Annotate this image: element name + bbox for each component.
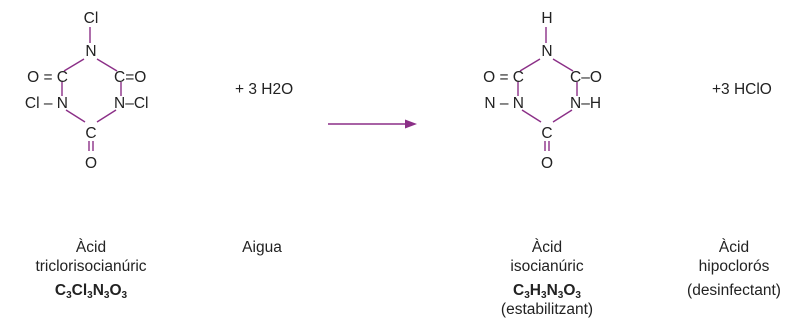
- reactant1-top-substituent: Cl: [84, 10, 99, 27]
- product1-top-substituent: H: [541, 10, 552, 27]
- reactant2-name: Aigua: [230, 238, 294, 257]
- reactant1-bottom-carbon: C: [85, 125, 96, 142]
- product1-atoms: H N O = C C–O N – N N–H C O: [483, 10, 602, 172]
- reactant1-upper-left-group: O = C: [27, 69, 68, 86]
- product1-name-line2: isocianúric: [510, 258, 584, 275]
- reactant1-name-line2: triclorisocianúric: [35, 258, 147, 275]
- product1-ring-bonds: [517, 27, 578, 151]
- reactant1-lower-right-group: N–Cl: [114, 95, 148, 112]
- reactant1-atoms: Cl N O = C C=O Cl – N N–Cl C O: [25, 10, 149, 172]
- product1-name-line1: Àcid: [531, 239, 563, 256]
- product1-bottom-oxygen: O: [541, 155, 553, 172]
- product1-top-nitrogen: N: [541, 43, 552, 60]
- product2-name-line1: Àcid: [718, 239, 750, 256]
- reactant1-bottom-oxygen: O: [85, 155, 97, 172]
- product1-role: (estabilitzant): [500, 301, 594, 318]
- product2-role: (desinfectant): [687, 282, 781, 299]
- reactant1-formula: C3Cl3N3O3: [54, 282, 128, 301]
- product1-upper-left-group: O = C: [483, 69, 524, 86]
- reaction-arrow: [328, 119, 417, 129]
- product1-upper-right-group: C–O: [570, 69, 602, 86]
- reactant1-name: Àcid triclorisocianúric C3Cl3N3O3: [30, 238, 152, 301]
- product1-formula: C3H3N3O3: [513, 282, 581, 301]
- reactant2-text: + 3 H2O: [235, 81, 293, 98]
- reactant1-upper-right-group: C=O: [114, 69, 146, 86]
- reactant1-name-line1: Àcid: [75, 239, 107, 256]
- reactant1-top-nitrogen: N: [85, 43, 96, 60]
- reactant2-name-text: Aigua: [242, 239, 282, 256]
- product2-name: Àcid hipoclorós (desinfectant): [672, 238, 796, 300]
- product2-name-line2: hipoclorós: [698, 258, 770, 275]
- product1-lower-left-group: N – N: [484, 95, 524, 112]
- product1-bottom-carbon: C: [541, 125, 552, 142]
- product1-name: Àcid isocianúric C3H3N3O3 (estabilitzant…: [490, 238, 604, 319]
- reactant1-lower-left-group: Cl – N: [25, 95, 68, 112]
- product2-text: +3 HClO: [712, 81, 772, 98]
- product1-lower-right-group: N–H: [570, 95, 601, 112]
- reactant1-ring-bonds: [61, 27, 122, 151]
